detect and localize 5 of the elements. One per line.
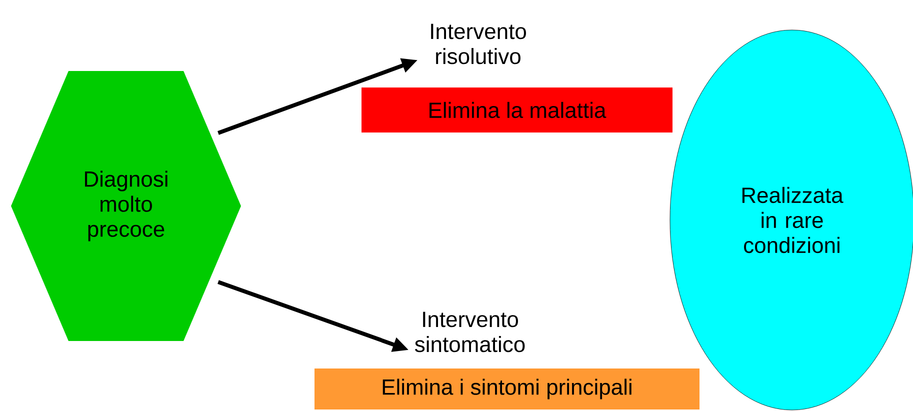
label-box: Elimina la malattia [362,88,672,132]
heading-text: Intervento risolutivo [431,24,526,64]
heading-text: Intervento sintomatico [414,312,525,352]
label-box: Elimina i sintomi principali [314,368,700,410]
hexagon: Diagnosi molto precoce [11,71,241,341]
